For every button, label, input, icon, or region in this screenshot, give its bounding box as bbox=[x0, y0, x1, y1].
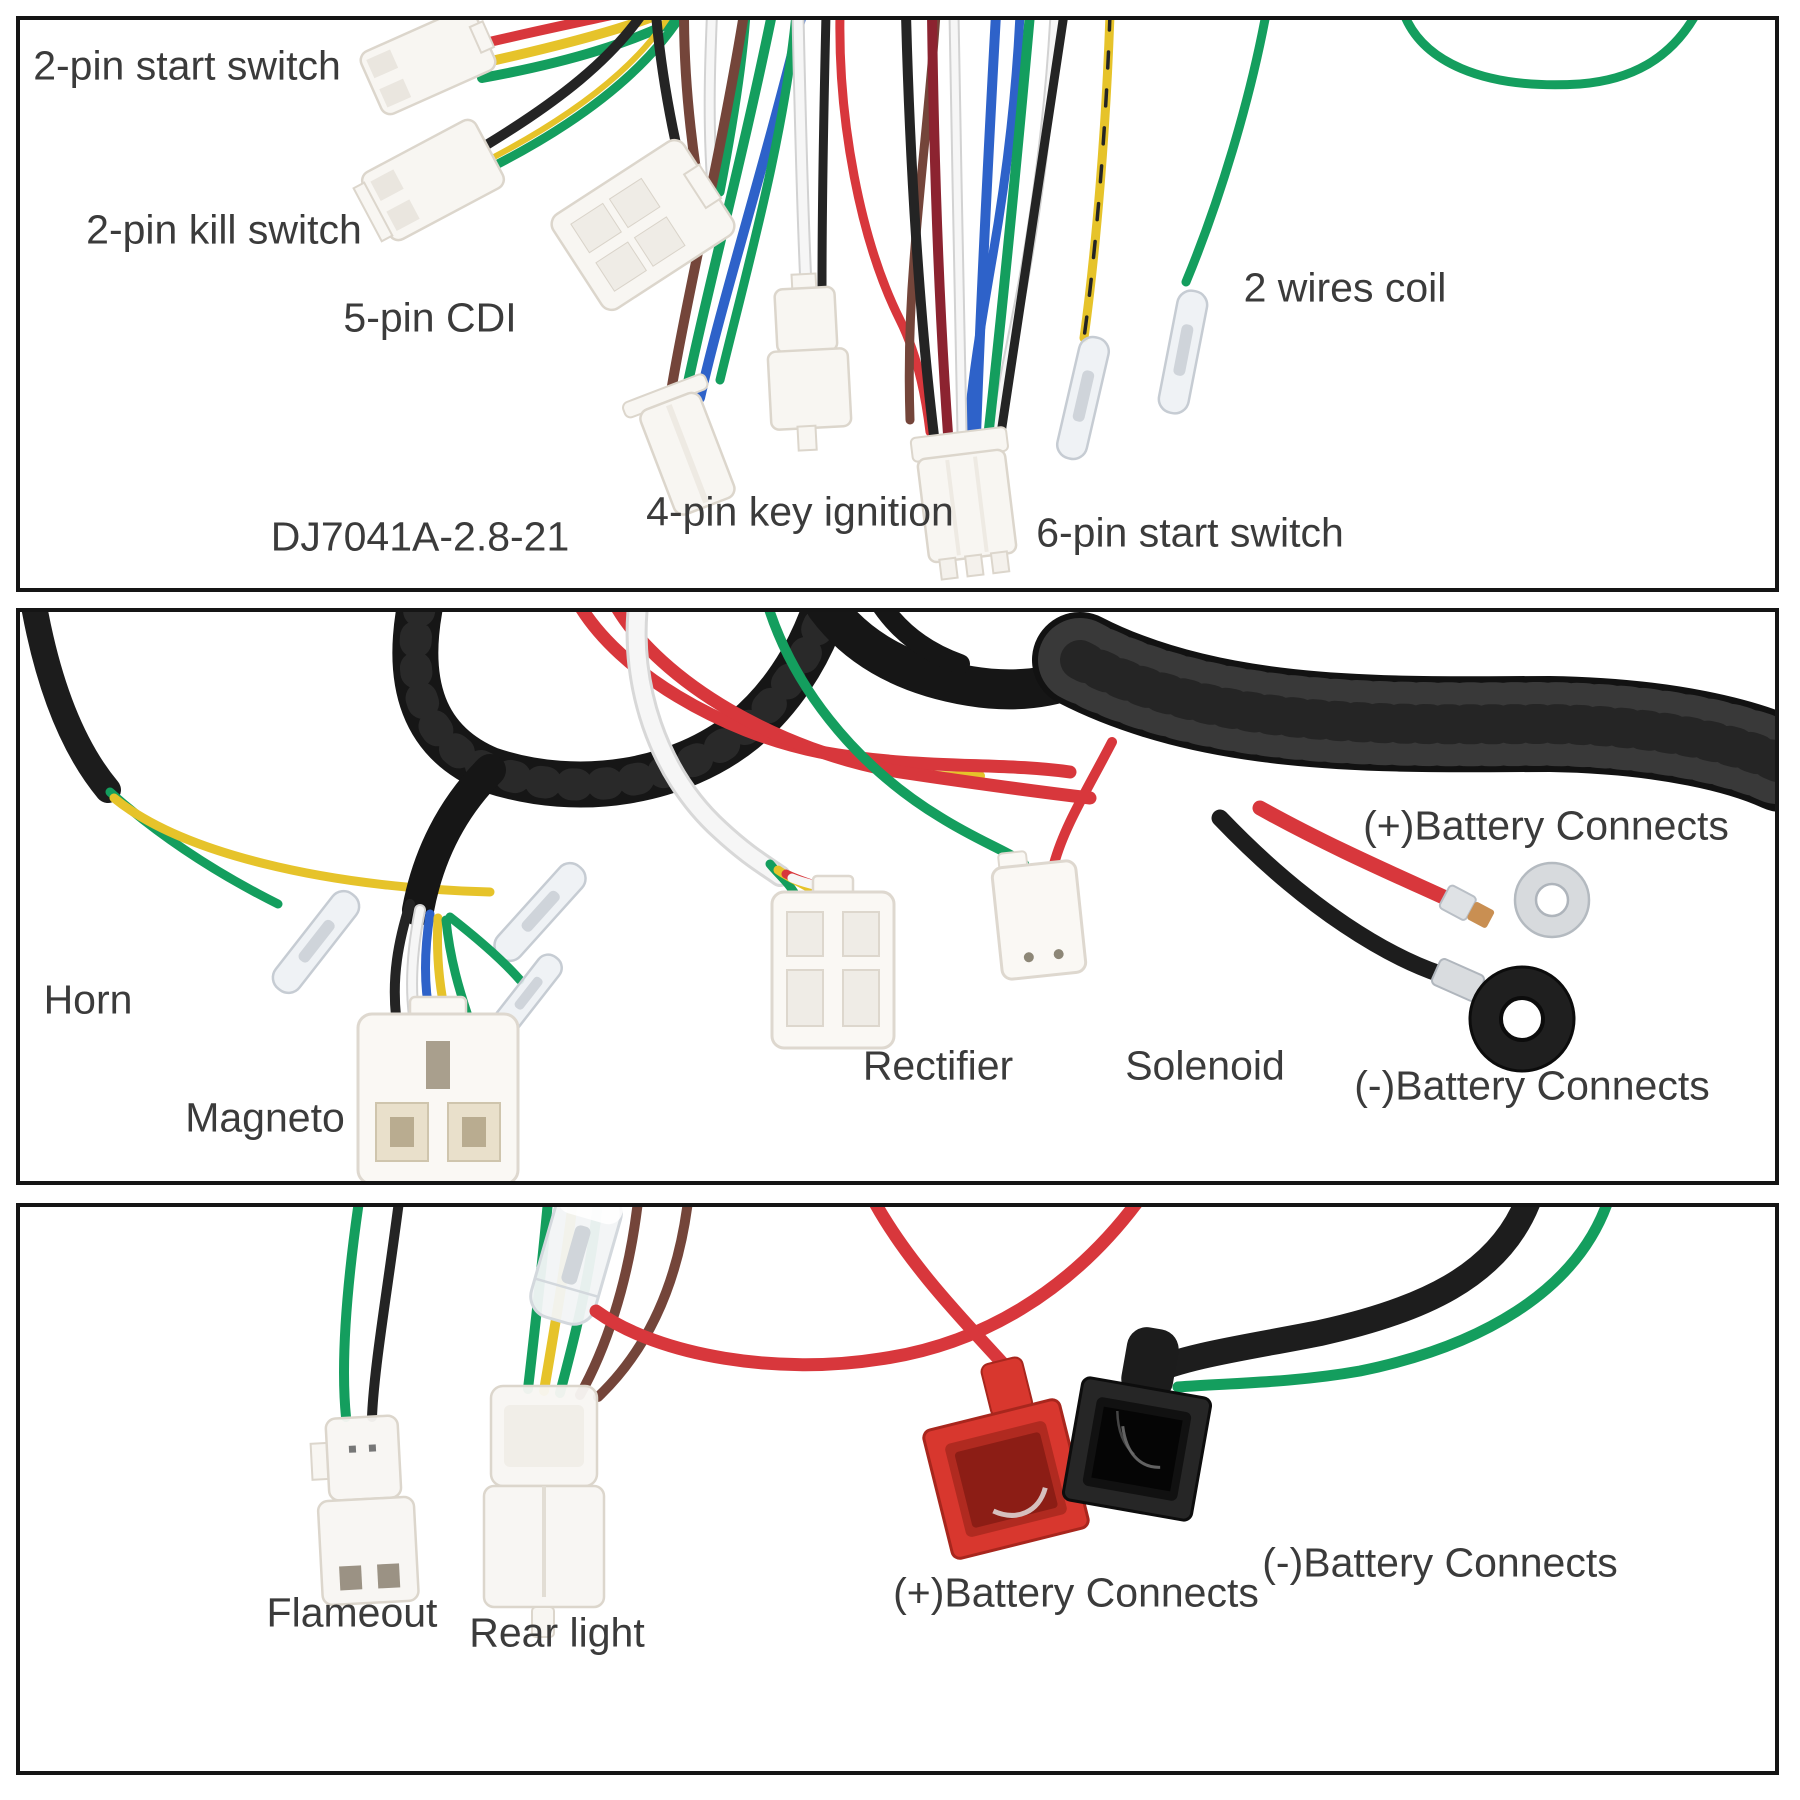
label-horn: Horn bbox=[43, 976, 133, 1023]
label-battery-positive-mid: (+)Battery Connects bbox=[1363, 802, 1729, 849]
label-battery-negative-bot: (-)Battery Connects bbox=[1262, 1539, 1618, 1586]
label-solenoid: Solenoid bbox=[1125, 1042, 1285, 1089]
harness-photo-bottom bbox=[309, 1207, 1612, 1638]
fuse-holder bbox=[529, 1207, 624, 1326]
label-2pin-start-switch: 2-pin start switch bbox=[33, 42, 341, 89]
harness-photo-middle bbox=[21, 612, 1775, 1181]
bullet-terminal-coil-1 bbox=[1055, 335, 1111, 461]
label-part-number-dj7041a: DJ7041A-2.8-21 bbox=[270, 513, 570, 560]
connector-dj7041a bbox=[622, 373, 736, 516]
connector-rear-light bbox=[482, 1384, 606, 1638]
connector-6pin-start-switch bbox=[909, 426, 1018, 581]
connector-rectifier bbox=[770, 874, 896, 1050]
label-rear-light: Rear light bbox=[469, 1609, 645, 1656]
boot-battery-positive bbox=[922, 1356, 1090, 1560]
label-battery-positive-bot: (+)Battery Connects bbox=[893, 1569, 1259, 1616]
bullet-terminal-coil-2 bbox=[1157, 289, 1209, 415]
label-6pin-start-switch: 6-pin start switch bbox=[1036, 509, 1344, 556]
label-4pin-key-ignition: 4-pin key ignition bbox=[646, 488, 954, 535]
label-battery-negative-mid: (-)Battery Connects bbox=[1354, 1062, 1710, 1109]
crimp-ferrule-positive bbox=[1438, 884, 1495, 928]
connector-magneto bbox=[356, 995, 520, 1181]
label-2pin-kill-switch: 2-pin kill switch bbox=[86, 206, 362, 253]
label-rectifier: Rectifier bbox=[862, 1042, 1014, 1089]
label-5pin-cdi: 5-pin CDI bbox=[343, 294, 517, 341]
bullet-terminal-horn-2 bbox=[493, 861, 587, 963]
connector-2pin-middle bbox=[766, 272, 853, 452]
bullet-terminal-horn-1 bbox=[271, 889, 361, 995]
connector-2pin-kill-switch bbox=[352, 118, 506, 243]
label-magneto: Magneto bbox=[185, 1094, 345, 1141]
harness-photo-top bbox=[352, 20, 1698, 581]
label-2-wires-coil: 2 wires coil bbox=[1243, 264, 1447, 311]
panel-top-connectors bbox=[16, 16, 1779, 592]
connector-solenoid bbox=[990, 850, 1088, 981]
connector-2pin-start-switch bbox=[359, 20, 497, 116]
boot-battery-negative bbox=[1061, 1327, 1213, 1522]
connector-flameout bbox=[309, 1414, 420, 1607]
connector-5pin-cdi bbox=[550, 138, 736, 312]
panel-middle-harness bbox=[16, 608, 1779, 1185]
panel-bottom-harness bbox=[16, 1203, 1779, 1775]
label-flameout: Flameout bbox=[266, 1589, 438, 1636]
